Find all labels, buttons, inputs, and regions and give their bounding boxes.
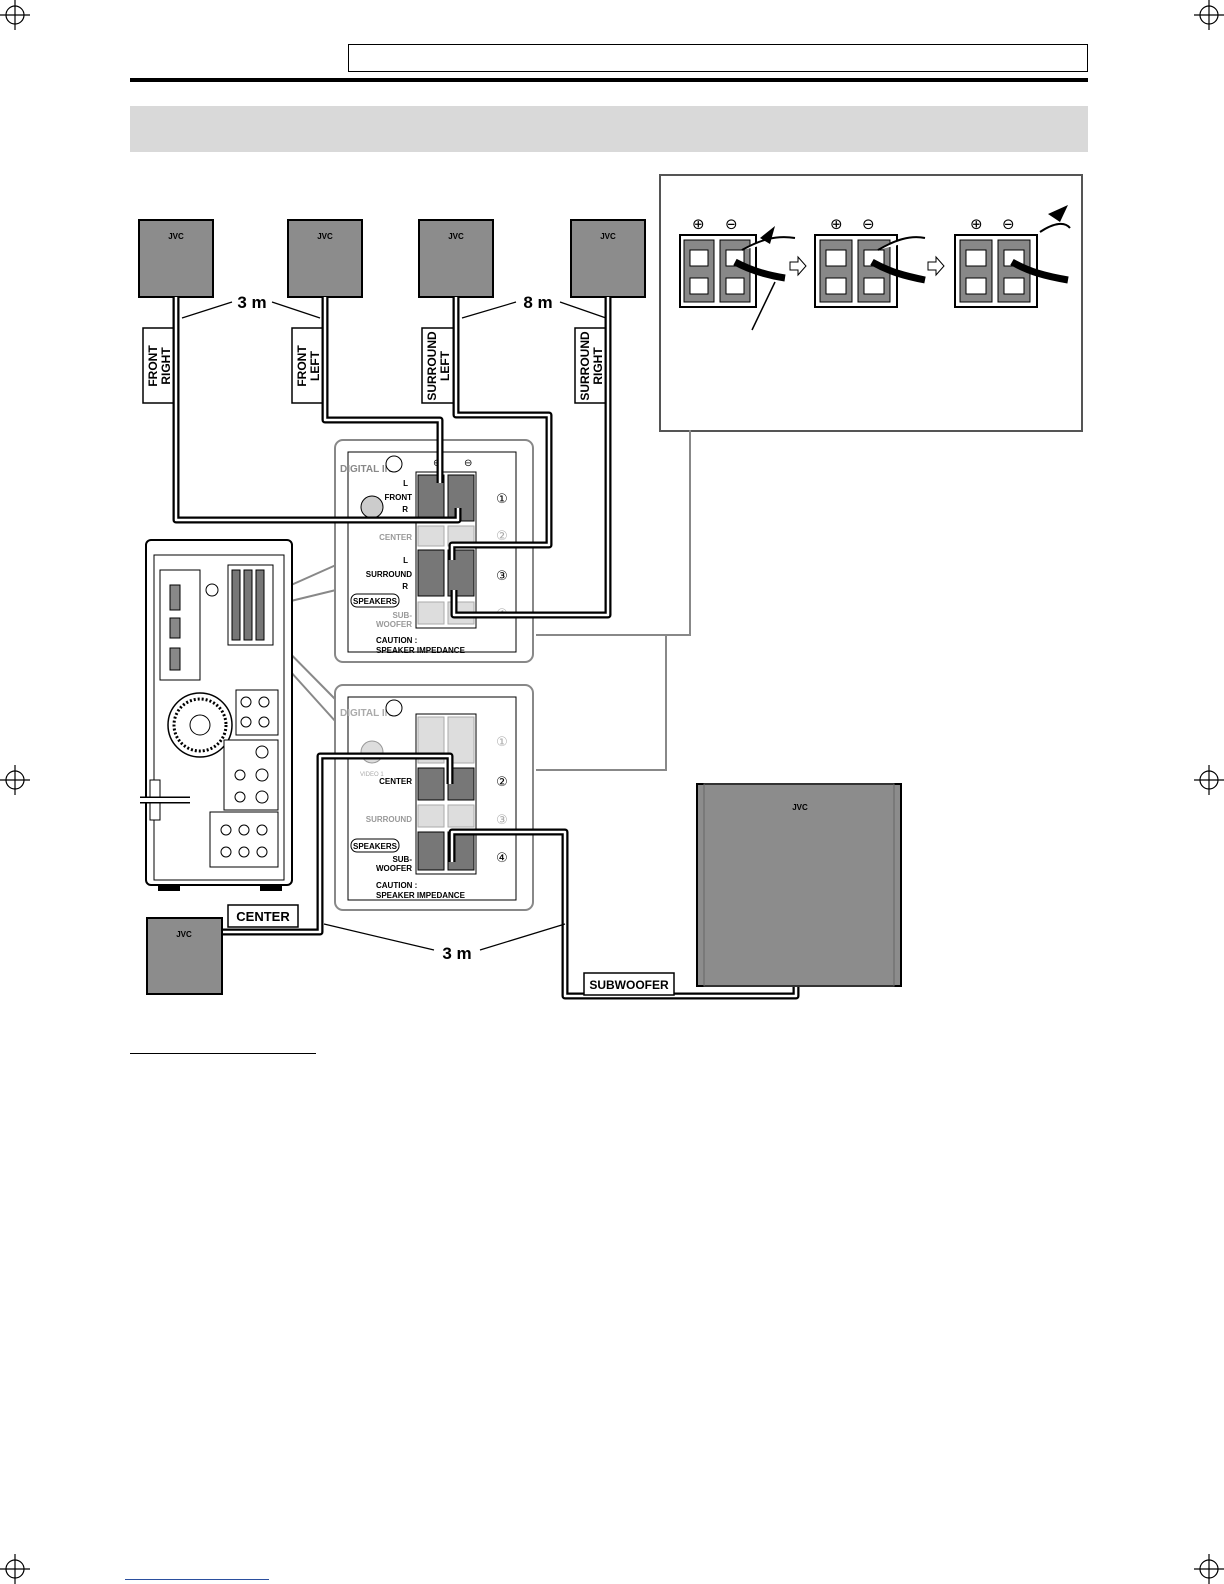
- speaker-surround-left: JVC: [418, 219, 494, 298]
- arrow-right-icon: [789, 255, 807, 277]
- inset-wire-connection-steps: ⊕ ⊖ ⊕ ⊖: [659, 174, 1083, 432]
- speaker-surround-right: JVC: [570, 219, 646, 298]
- release-arrow-icon: [1048, 205, 1068, 222]
- panel-num-2: ②: [496, 528, 508, 543]
- panel-speakers: SPEAKERS: [353, 597, 398, 606]
- label-surround-right-line1: SURROUND: [578, 331, 592, 401]
- terminal-panel-top: DIGITAL IN ⊕ ⊖ L FRONT R CENTER L SURROU…: [334, 439, 534, 663]
- panel-minus: ⊖: [464, 458, 472, 469]
- section-title-band: [130, 106, 1088, 152]
- panel-r: R: [402, 505, 408, 514]
- inset-minus-2: ⊖: [862, 216, 875, 233]
- panel-sub-line1: SUB-: [392, 611, 412, 620]
- inset-plus-2: ⊕: [830, 216, 843, 233]
- inset-plus-1: ⊕: [692, 216, 705, 233]
- panel-l: L: [403, 479, 408, 488]
- panel-bottom-caution: CAUTION :: [376, 881, 417, 890]
- page-header-box: [348, 44, 1088, 72]
- speaker-center: JVC: [146, 917, 223, 995]
- inset-plus-3: ⊕: [970, 216, 983, 233]
- inset-minus-1: ⊖: [725, 216, 738, 233]
- panel-bottom-video: VIDEO 1: [360, 772, 384, 778]
- panel-bottom-center: CENTER: [379, 777, 412, 786]
- header-rule: [130, 78, 1088, 82]
- label-surround-right: SURROUND RIGHT: [574, 327, 609, 404]
- panel-bottom-speakers: SPEAKERS: [353, 842, 398, 851]
- label-surround-left-line1: SURROUND: [425, 331, 439, 401]
- crop-mark-icon: [1194, 765, 1224, 795]
- label-front-left-line1: FRONT: [295, 345, 309, 387]
- main-unit-rear-panel: [140, 539, 293, 891]
- inset-minus-3: ⊖: [1002, 216, 1015, 233]
- label-front-right: FRONT RIGHT: [142, 327, 177, 404]
- crop-mark-icon: [1194, 0, 1224, 30]
- terminal-panel-bottom: DIGITAL IN VIDEO 1 CENTER SURROUND SUB- …: [334, 684, 534, 911]
- panel-bottom-num-4: ④: [496, 850, 508, 865]
- distance-front: 3 m: [237, 293, 266, 312]
- label-subwoofer-text: SUBWOOFER: [589, 978, 669, 992]
- panel-bottom-sub-line2: WOOFER: [376, 864, 412, 873]
- panel-sub-line2: WOOFER: [376, 620, 412, 629]
- panel-num-1: ①: [496, 491, 508, 506]
- speaker-front-left: JVC: [287, 219, 363, 298]
- panel-bottom-surround: SURROUND: [366, 815, 412, 824]
- arrow-right-icon: [927, 255, 945, 277]
- inset-step-1: ⊕ ⊖: [679, 216, 796, 331]
- panel-bottom-sub-line1: SUB-: [392, 855, 412, 864]
- label-front-left: FRONT LEFT: [291, 327, 326, 404]
- brand-logo: JVC: [176, 930, 192, 939]
- panel-center: CENTER: [379, 533, 412, 542]
- brand-logo: JVC: [317, 232, 333, 241]
- label-surround-right-line2: RIGHT: [591, 347, 605, 385]
- panel-num-3: ③: [496, 568, 508, 583]
- brand-logo: JVC: [448, 232, 464, 241]
- speaker-subwoofer: JVC: [696, 783, 902, 987]
- footnote-rule: [130, 1053, 316, 1054]
- inset-step-2: ⊕ ⊖: [814, 216, 926, 308]
- bottom-link-underline: [125, 1579, 269, 1580]
- panel-bottom-digital-in: DIGITAL IN: [340, 708, 392, 719]
- panel-bottom-impedance: SPEAKER IMPEDANCE: [376, 891, 466, 900]
- label-front-left-line2: LEFT: [308, 350, 322, 381]
- panel-caution: CAUTION :: [376, 636, 417, 645]
- brand-logo: JVC: [168, 232, 184, 241]
- label-front-right-line1: FRONT: [146, 345, 160, 387]
- panel-front: FRONT: [384, 493, 412, 502]
- distance-bottom: 3 m: [442, 944, 471, 963]
- distance-surround: 8 m: [523, 293, 552, 312]
- brand-logo: JVC: [600, 232, 616, 241]
- crop-mark-icon: [0, 765, 30, 795]
- inset-step-3: ⊕ ⊖: [954, 205, 1071, 308]
- crop-mark-icon: [1194, 1554, 1224, 1584]
- label-center: CENTER: [227, 904, 299, 928]
- panel-surround: SURROUND: [366, 570, 412, 579]
- label-front-right-line2: RIGHT: [159, 347, 173, 385]
- panel-impedance: SPEAKER IMPEDANCE: [376, 646, 466, 655]
- label-center-text: CENTER: [236, 909, 290, 924]
- label-surround-left-line2: LEFT: [438, 350, 452, 381]
- panel-r-surround: R: [402, 582, 408, 591]
- crop-mark-icon: [0, 0, 30, 30]
- panel-bottom-num-3: ③: [496, 812, 508, 827]
- push-arrow-icon: [760, 226, 775, 244]
- crop-mark-icon: [0, 1554, 30, 1584]
- speaker-cables: [172, 297, 800, 1000]
- panel-digital-in: DIGITAL IN: [340, 464, 392, 475]
- panel-bottom-num-1: ①: [496, 734, 508, 749]
- brand-logo: JVC: [792, 803, 808, 812]
- label-subwoofer: SUBWOOFER: [583, 972, 675, 996]
- panel-bottom-num-2: ②: [496, 774, 508, 789]
- label-surround-left: SURROUND LEFT: [421, 327, 456, 404]
- panel-l-surround: L: [403, 556, 408, 565]
